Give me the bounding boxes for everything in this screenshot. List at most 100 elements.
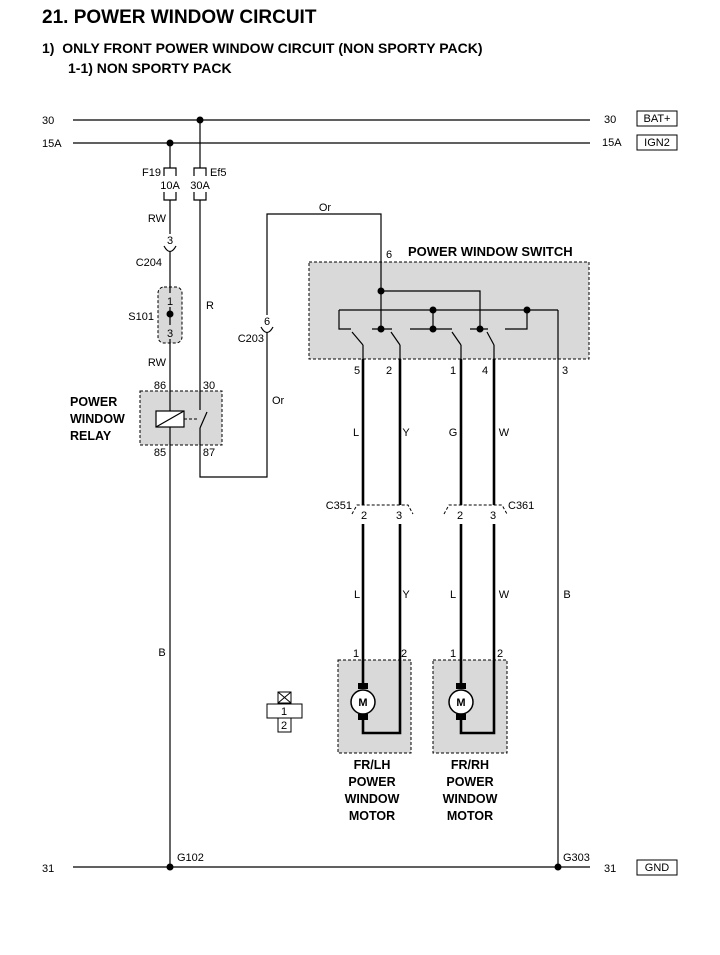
- fuse-f19-rating: 10A: [160, 180, 180, 192]
- ground-g303-label: G303: [563, 852, 590, 864]
- switch-node-contact-right: [476, 325, 484, 333]
- wire-rh-motor-2: [459, 524, 496, 735]
- relay-coil-diagonal: [155, 410, 185, 428]
- switch-blade-pin-2: [390, 331, 401, 346]
- wire-color-relay-c203: Or: [272, 395, 285, 407]
- connector-c204-name: C204: [136, 257, 162, 269]
- wire-color-switch-1: G: [449, 427, 458, 439]
- fr-rh-motor-brush-bottom: [456, 714, 466, 720]
- switch-node-contact-center: [429, 325, 437, 333]
- power-window-relay: 86 30 85 87 POWER WINDOW RELAY: [70, 380, 223, 459]
- connector-c204-symbol: [163, 245, 177, 253]
- splice-s101-node: [166, 310, 174, 318]
- connector-c351-outline: [351, 504, 414, 515]
- connector-legend-pin-2: 2: [281, 720, 287, 732]
- relay-contact-blade: [199, 411, 208, 429]
- fr-rh-motor-pin-1: 1: [450, 648, 456, 660]
- wire-color-relay-ground: B: [158, 647, 165, 659]
- wire-color-rh-motor-1: L: [450, 589, 456, 601]
- fr-lh-motor-symbol: M: [358, 697, 367, 709]
- fuse-ef5-name: Ef5: [210, 167, 227, 179]
- wire-relay-87-to-c203: [199, 333, 268, 478]
- connector-c361-pin-2: 2: [457, 510, 463, 522]
- connector-c361-pin-3: 3: [490, 510, 496, 522]
- subtitle-line-1: 1) ONLY FRONT POWER WINDOW CIRCUIT (NON …: [42, 40, 483, 56]
- switch-node-power: [377, 287, 385, 295]
- relay-label-line-3: RELAY: [70, 429, 112, 443]
- connector-c361-outline: [443, 504, 508, 515]
- connector-legend-pin-1: 1: [281, 706, 287, 718]
- splice-s101-pin-3: 3: [167, 328, 173, 340]
- fr-lh-power-window-motor: L Y 1 2 M FR/LH POWER WINDOW MOTOR: [337, 524, 412, 823]
- wire-color-switch-5: L: [353, 427, 359, 439]
- bat-bus-tag: BAT+: [643, 113, 670, 125]
- junction-bat-ef5: [196, 116, 204, 124]
- relay-pin-85: 85: [154, 447, 166, 459]
- relay-pin-86: 86: [154, 380, 166, 392]
- switch-pin-3: 3: [562, 365, 568, 377]
- fr-rh-motor-label-1: FR/RH: [451, 758, 489, 772]
- fuse-f19-branch: F19 10A RW 3 C204 1 3 S101 RW: [128, 143, 183, 411]
- wire-color-c203-switch: Or: [319, 202, 332, 214]
- ign-bus-tag: IGN2: [644, 137, 670, 149]
- switch-node-ground-right: [523, 306, 531, 314]
- connector-c351-pin-3: 3: [396, 510, 402, 522]
- junction-ign-f19: [166, 139, 174, 147]
- wire-color-switch-4: W: [499, 427, 510, 439]
- connector-c351-pin-2: 2: [361, 510, 367, 522]
- switch-node-contact-left: [377, 325, 385, 333]
- connector-c203-pin: 6: [264, 316, 270, 328]
- bat-bus-right-label: 30: [604, 114, 616, 126]
- fuse-ef5-top-cap: [193, 167, 207, 176]
- fr-rh-motor-label-2: POWER: [446, 775, 493, 789]
- connector-c351: C351 2 3: [326, 500, 414, 522]
- fr-rh-motor-label-4: MOTOR: [447, 809, 493, 823]
- gnd-bus-tag-box: [636, 859, 678, 876]
- switch-node-ground-center: [429, 306, 437, 314]
- fr-lh-motor-label-3: WINDOW: [345, 792, 400, 806]
- fuse-ef5-rating: 30A: [190, 180, 210, 192]
- connector-c361-name: C361: [508, 500, 534, 512]
- gnd-bus-right-label: 31: [604, 863, 616, 875]
- subtitle-line-2: 1-1) NON SPORTY PACK: [68, 60, 232, 76]
- bat-bus-left-label: 30: [42, 115, 54, 127]
- switch-output-wires: L Y G W: [353, 359, 510, 505]
- switch-pin-5: 5: [354, 365, 360, 377]
- switch-power-bus-right: [381, 290, 481, 329]
- relay-label-line-1: POWER: [70, 395, 117, 409]
- splice-s101-pin-1: 1: [167, 296, 173, 308]
- ign-bus-left-label: 15A: [42, 138, 62, 150]
- power-window-switch: POWER WINDOW SWITCH 6 5 2 1 4 3: [308, 244, 590, 377]
- connector-c351-name: C351: [326, 500, 352, 512]
- fuse-ef5-branch: Ef5 30A R: [190, 120, 227, 410]
- connector-c204-pin: 3: [167, 235, 173, 247]
- ign-bus-tag-box: [636, 134, 678, 151]
- buses: 30 30 BAT+ 15A 15A IGN2 31 31 GND: [42, 110, 678, 876]
- wire-color-s101-relay: RW: [148, 357, 167, 369]
- switch-pin-4: 4: [482, 365, 488, 377]
- fr-rh-motor-brush-top: [456, 683, 466, 689]
- gnd-bus-left-label: 31: [42, 863, 54, 875]
- wire-color-f19-c204: RW: [148, 213, 167, 225]
- ground-g102-node: [166, 863, 174, 871]
- fr-rh-motor-pin-2: 2: [497, 648, 503, 660]
- fuse-f19-top-cap: [163, 167, 177, 176]
- switch-pin-2: 2: [386, 365, 392, 377]
- fr-rh-motor-symbol: M: [456, 697, 465, 709]
- wire-color-rh-motor-2: W: [499, 589, 510, 601]
- fr-lh-motor-brush-bottom: [358, 714, 368, 720]
- gnd-bus-tag: GND: [645, 862, 670, 874]
- wire-color-ef5-relay: R: [206, 300, 214, 312]
- splice-s101-name: S101: [128, 311, 154, 323]
- connector-face-legend: 1 2: [266, 691, 303, 733]
- switch-contact-5: [505, 310, 528, 330]
- switch-pin-1: 1: [450, 365, 456, 377]
- wire-c203-to-switch-6: [266, 213, 382, 315]
- fuse-f19-bottom-cap: [163, 192, 177, 201]
- switch-title: POWER WINDOW SWITCH: [408, 244, 573, 259]
- bat-bus-tag-box: [636, 110, 678, 127]
- switch-pin-6: 6: [386, 249, 392, 261]
- wire-color-switch-ground: B: [563, 589, 570, 601]
- fr-lh-motor-pin-1: 1: [353, 648, 359, 660]
